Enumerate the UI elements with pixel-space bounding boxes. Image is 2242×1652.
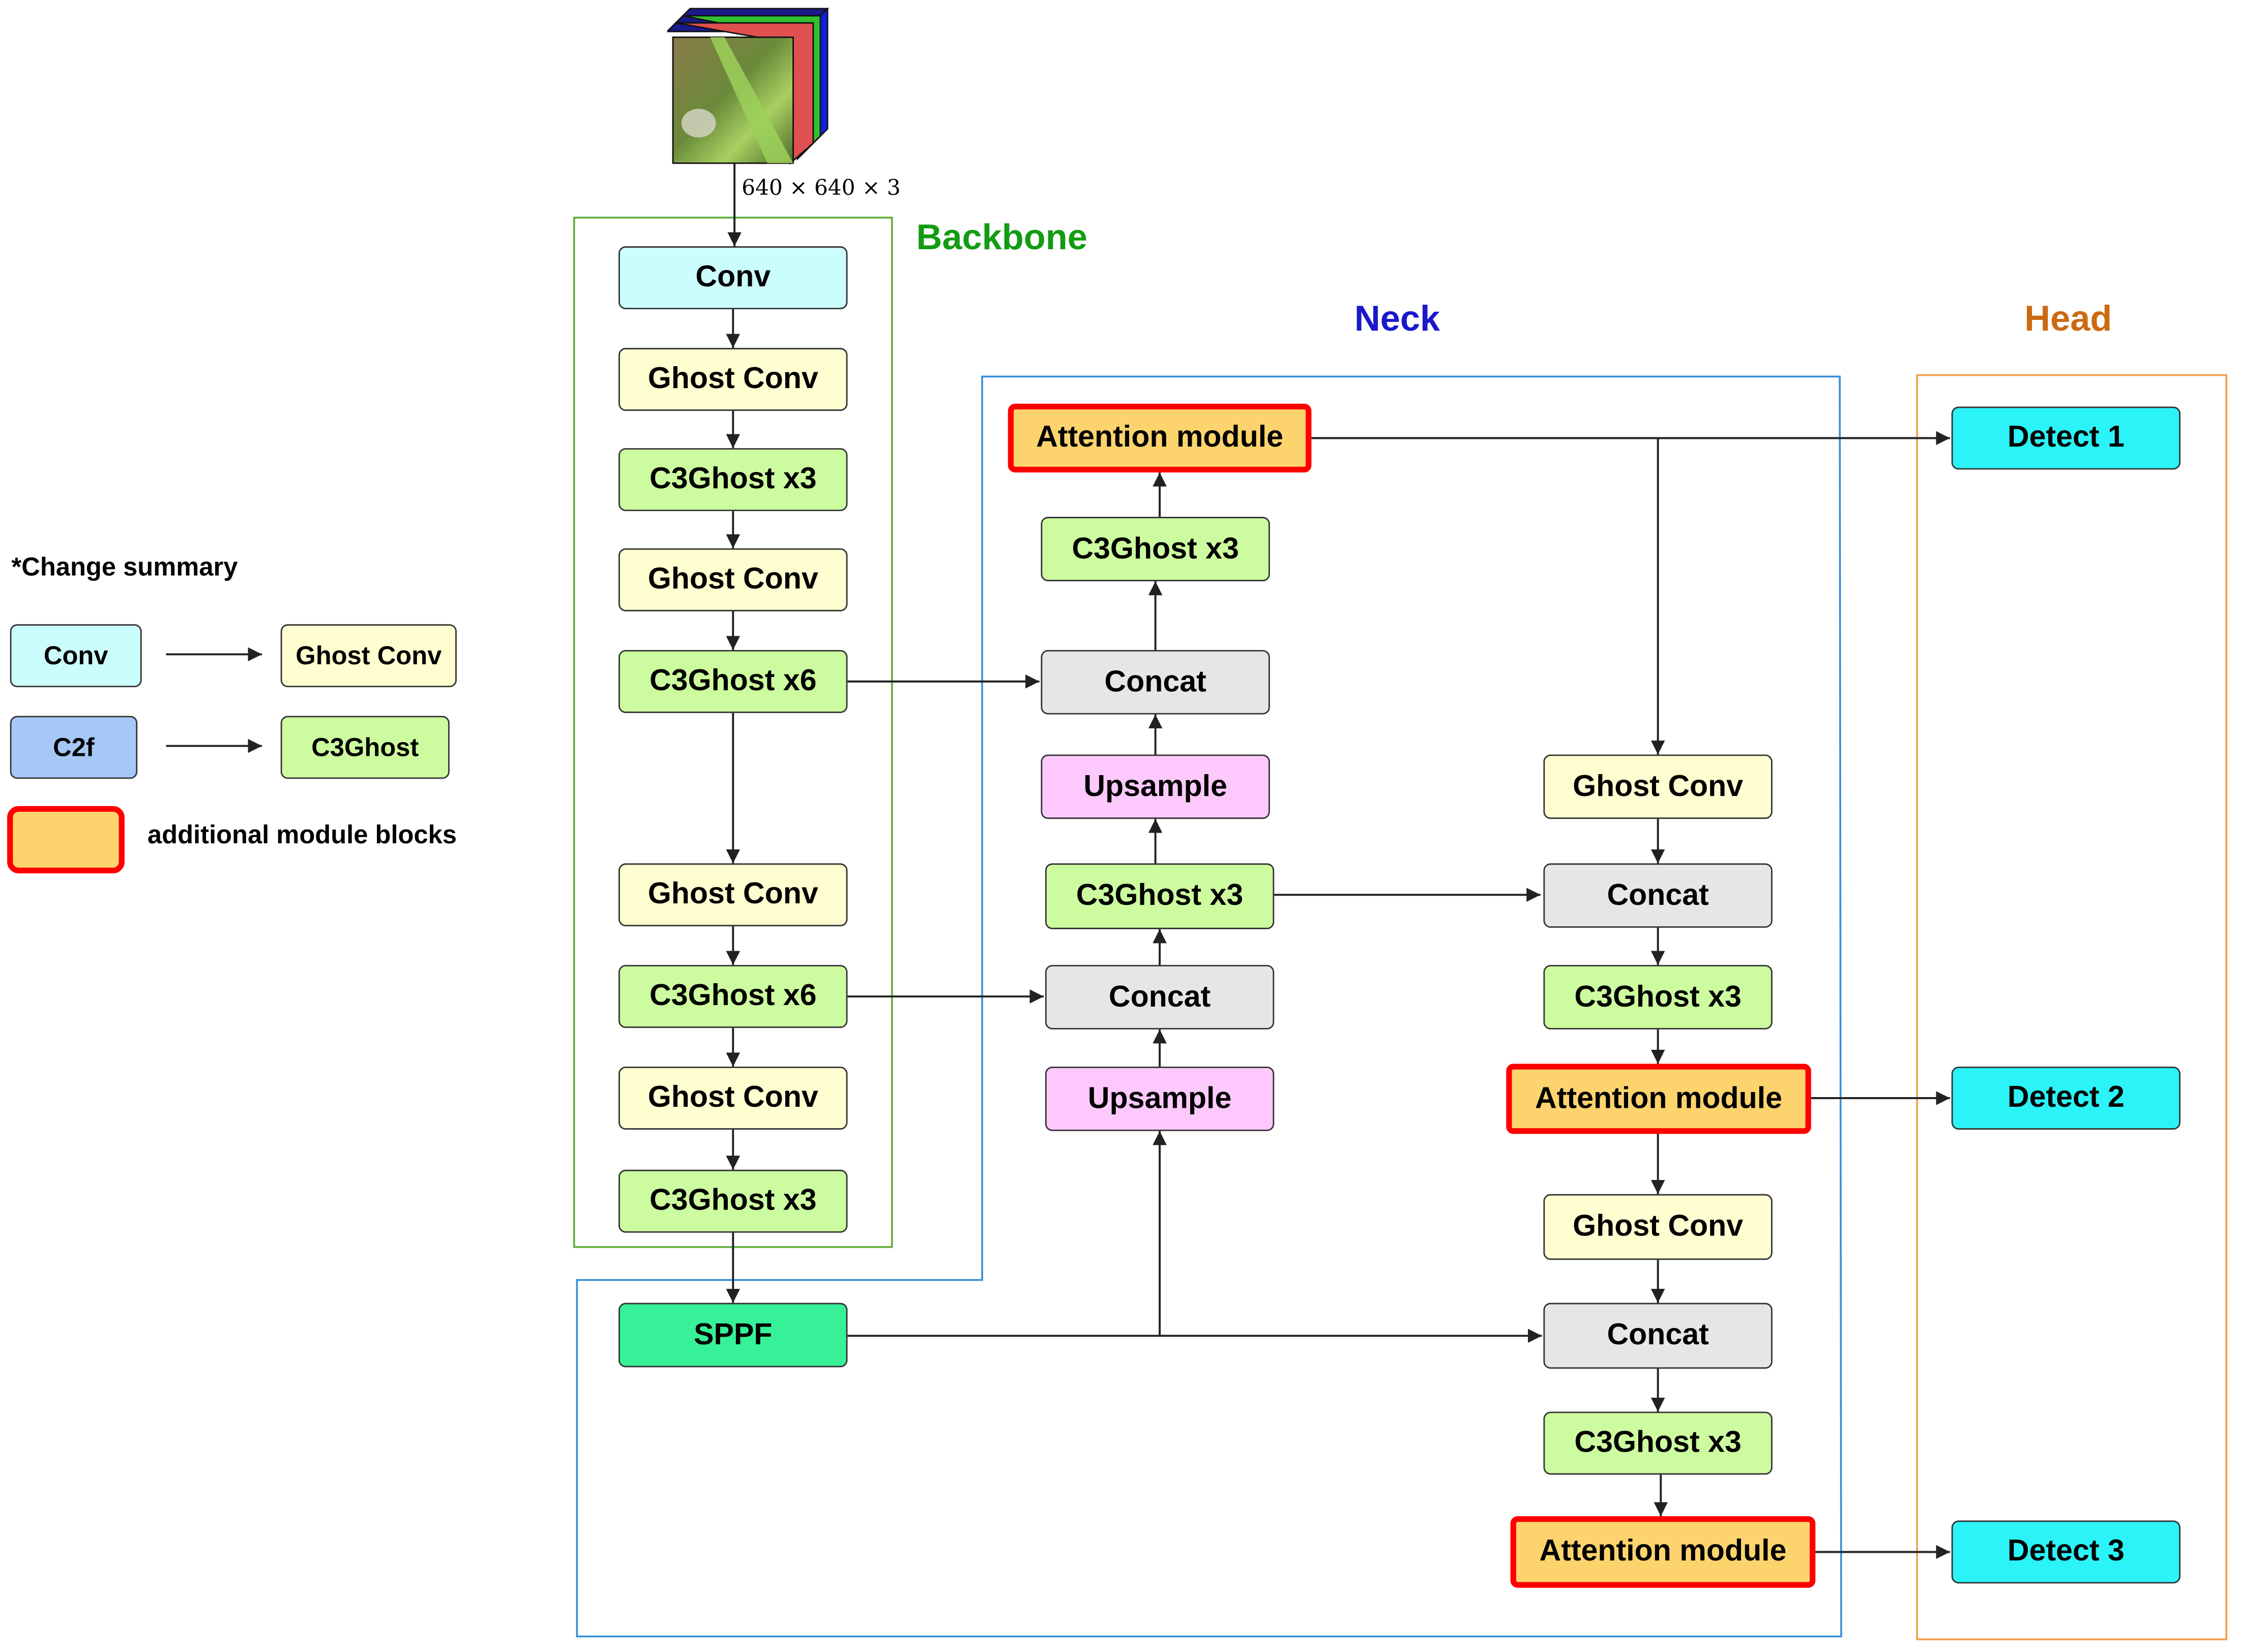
backbone-c3ghost-block: C3Ghost x3 [618,448,848,511]
neck-upsample-block: Upsample [1045,1067,1275,1131]
backbone-ghost-conv-block: Ghost Conv [618,548,848,611]
detect-1-block: Detect 1 [1951,406,2181,470]
neck-c3ghost-block: C3Ghost x3 [1041,517,1270,581]
detect-2-block: Detect 2 [1951,1067,2181,1130]
head-frame [1916,374,2227,1640]
backbone-c3ghost-block: C3Ghost x6 [618,650,848,713]
neck-section-label: Neck [1354,299,1440,340]
neck-frame [576,375,1842,1638]
backbone-ghost-conv-block: Ghost Conv [618,348,848,411]
neck-concat-block: Concat [1543,863,1773,928]
neck-concat-block: Concat [1543,1303,1773,1369]
backbone-ghost-conv-block: Ghost Conv [618,1067,848,1130]
head-section-label: Head [2024,299,2112,340]
neck-upsample-block: Upsample [1041,754,1270,819]
backbone-c3ghost-block: C3Ghost x3 [618,1169,848,1233]
backbone-section-label: Backbone [916,217,1087,258]
attention-module-block: Attention module [1008,403,1312,473]
neck-c3ghost-block: C3Ghost x3 [1543,965,1773,1029]
neck-concat-block: Concat [1041,650,1270,715]
legend-title: *Change summary [11,552,238,581]
edge-sppf-upsample [847,1131,1167,1337]
attention-module-block: Attention module [1510,1516,1816,1588]
backbone-conv-block: Conv [618,246,848,310]
rgb-image-cube-icon [667,8,830,165]
legend-additional-label: additional module blocks [147,820,457,849]
backbone-ghost-conv-block: Ghost Conv [618,863,848,927]
input-dimensions-label: 640 × 640 × 3 [742,174,901,201]
legend-c3ghost-block: C3Ghost [280,716,450,779]
backbone-c3ghost-block: C3Ghost x6 [618,965,848,1028]
legend-conv-block: Conv [10,624,142,688]
legend-c2f-block: C2f [10,716,138,779]
neck-ghost-conv-block: Ghost Conv [1543,1194,1773,1260]
legend-additional-module-swatch [7,806,125,874]
neck-c3ghost-block: C3Ghost x3 [1045,863,1275,929]
detect-3-block: Detect 3 [1951,1520,2181,1584]
attention-module-block: Attention module [1506,1064,1811,1134]
legend-ghost-conv-block: Ghost Conv [280,624,457,688]
sppf-block: SPPF [618,1303,848,1368]
neck-c3ghost-block: C3Ghost x3 [1543,1411,1773,1475]
neck-ghost-conv-block: Ghost Conv [1543,754,1773,819]
neck-concat-block: Concat [1045,965,1275,1029]
